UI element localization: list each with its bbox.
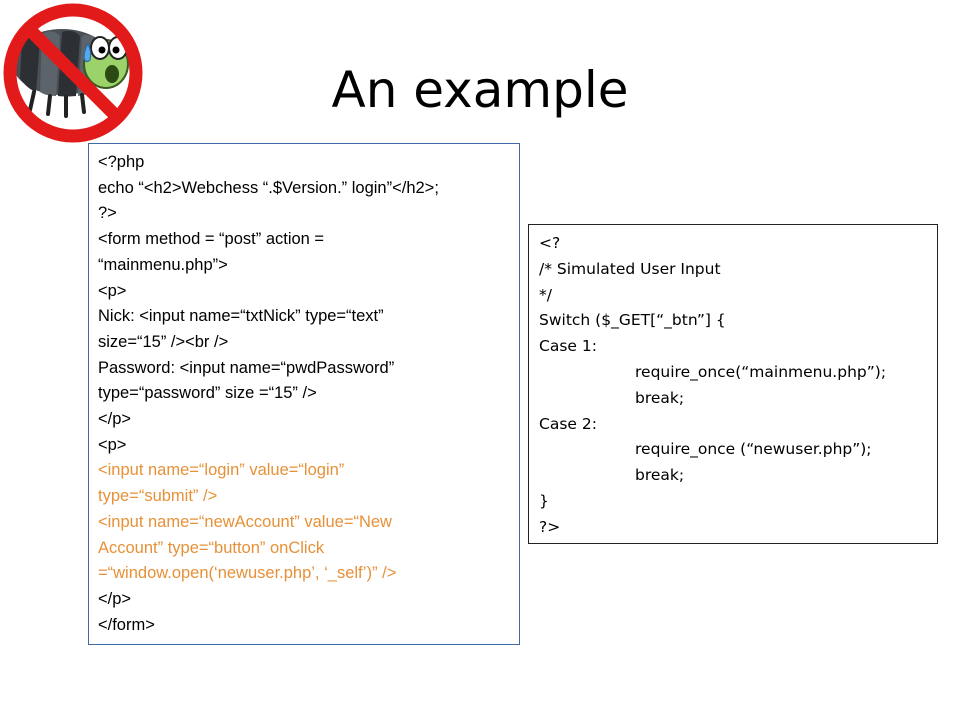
- code-line: ?>: [539, 517, 561, 536]
- code-line: Case 1:: [539, 337, 597, 356]
- code-line: }: [539, 491, 549, 510]
- php-form-code-box: <?php echo “<h2>Webchess “.$Version.” log…: [88, 143, 520, 645]
- code-line: Nick: <input name=“txtNick” type=“text”: [98, 307, 384, 326]
- code-line: </p>: [98, 589, 132, 608]
- code-line: type=“submit” />: [98, 487, 218, 506]
- code-line: =“window.open(‘newuser.php’, ‘_self’)” /…: [98, 564, 397, 583]
- slide-title: An example: [331, 61, 629, 119]
- code-line: /* Simulated User Input: [539, 259, 721, 278]
- code-line: “mainmenu.php”>: [98, 255, 228, 274]
- code-line: </p>: [98, 410, 132, 429]
- code-line: ?>: [98, 204, 117, 223]
- code-line: Case 2:: [539, 414, 597, 433]
- code-line: echo “<h2>Webchess “.$Version.” login”</…: [98, 178, 439, 197]
- code-line: size=“15” /><br />: [98, 332, 229, 351]
- code-line: break;: [635, 388, 685, 407]
- code-line: Switch ($_GET[“_btn”] {: [539, 311, 726, 330]
- code-line: type=“password” size =“15” />: [98, 384, 317, 403]
- code-line: Account” type=“button” onClick: [98, 538, 325, 557]
- php-switch-code-box: <? /* Simulated User Input */ Switch ($_GET…: [528, 224, 938, 544]
- code-line: */: [539, 285, 552, 304]
- code-line: <input name=“login” value=“login”: [98, 461, 345, 480]
- code-line: <p>: [98, 435, 127, 454]
- code-line: require_once(“mainmenu.php”);: [635, 362, 887, 381]
- code-line: <?: [539, 234, 561, 252]
- code-line: break;: [635, 466, 685, 485]
- code-line: <input name=“newAccount” value=“New: [98, 512, 392, 531]
- code-line: require_once (“newuser.php”);: [635, 440, 872, 459]
- code-line: </form>: [98, 615, 155, 634]
- no-bugs-icon: [0, 0, 146, 146]
- code-line: Password: <input name=“pwdPassword”: [98, 358, 395, 377]
- code-line: <form method = “post” action =: [98, 230, 325, 249]
- code-line: <p>: [98, 281, 127, 300]
- code-line: <?php: [98, 153, 145, 171]
